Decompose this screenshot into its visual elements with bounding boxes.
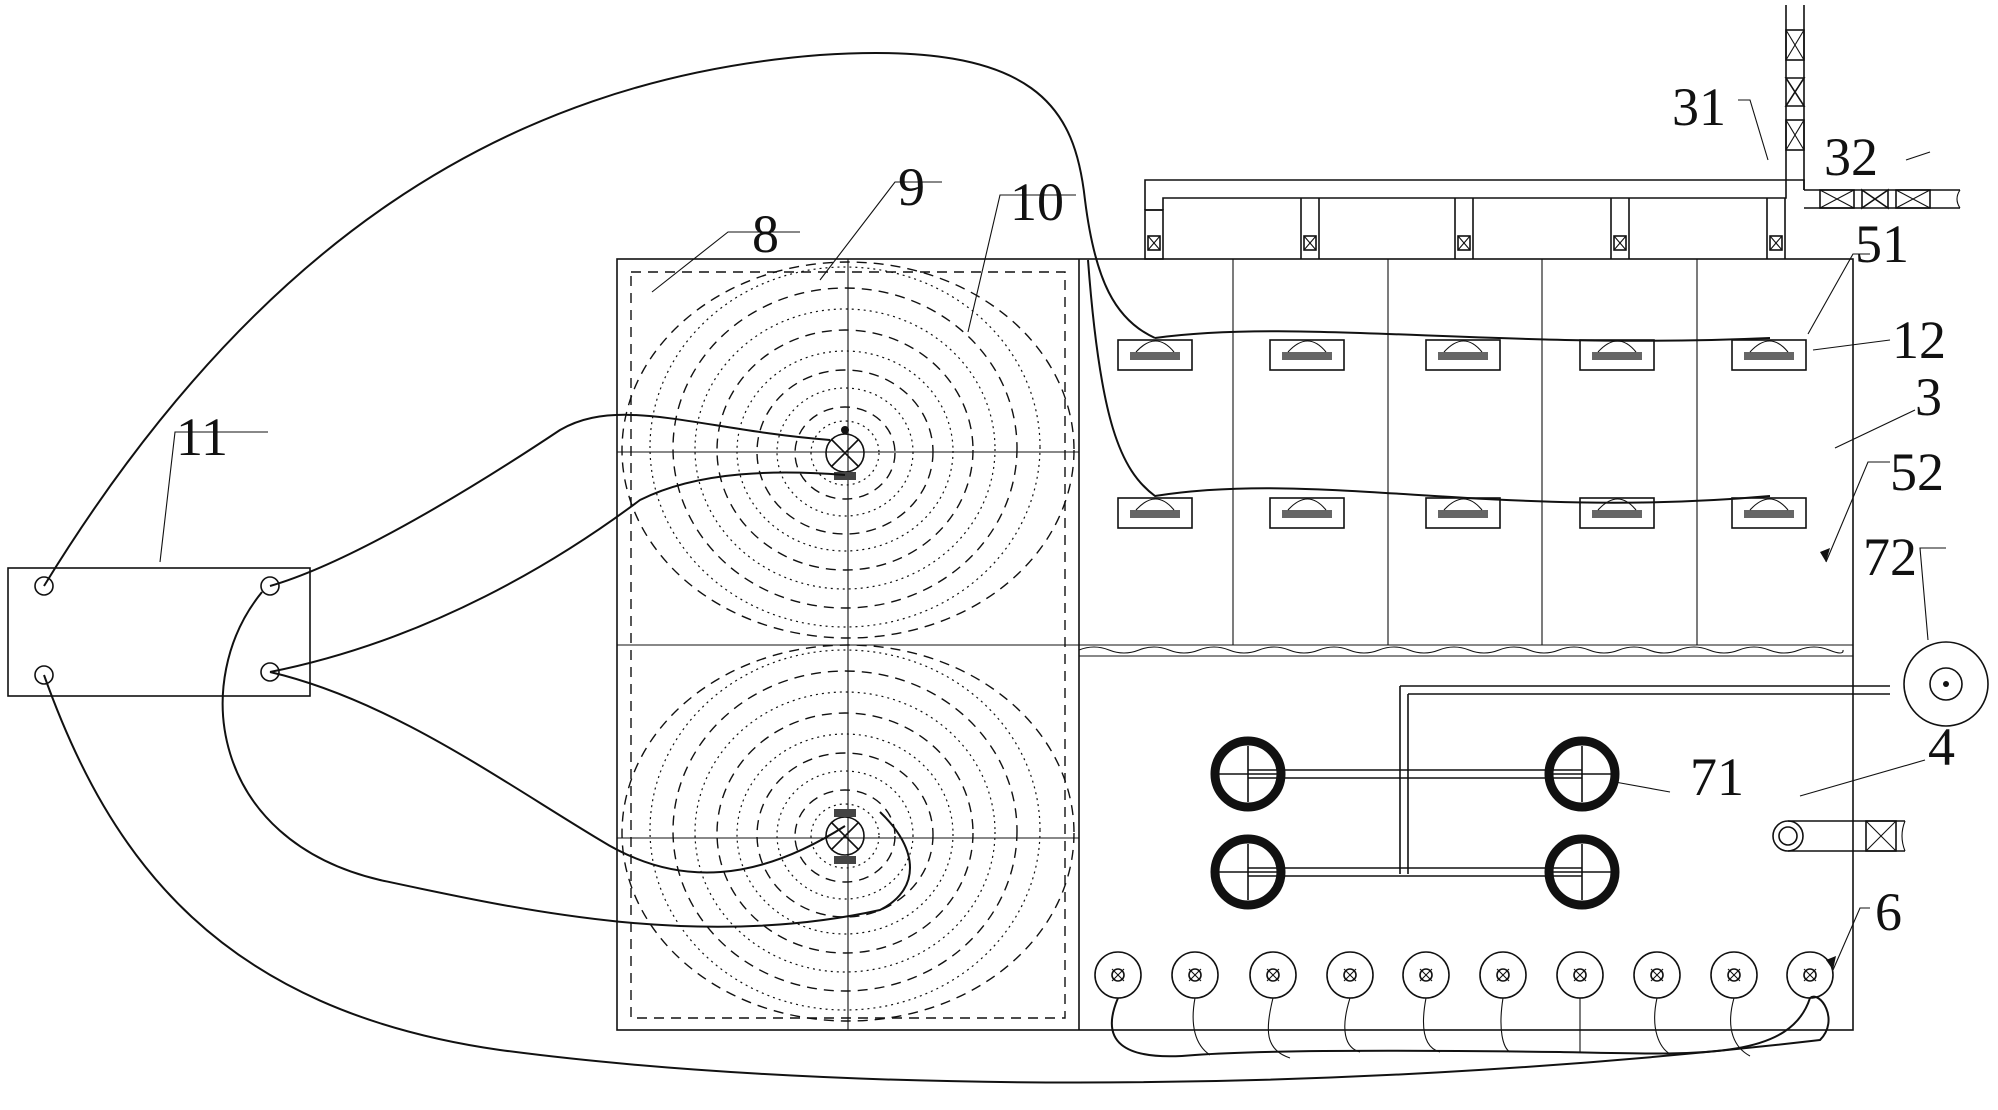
lamp-icon xyxy=(1579,497,1655,529)
leader-lines xyxy=(159,99,1946,971)
pump-icon xyxy=(825,426,865,480)
lamp-icon xyxy=(1269,497,1345,529)
lamp-icon xyxy=(1425,497,1501,529)
fan-icon xyxy=(1556,951,1604,999)
valve-icon xyxy=(1785,29,1805,61)
label-72: 72 xyxy=(1863,527,1917,587)
controller-box xyxy=(7,567,311,697)
label-12: 12 xyxy=(1892,310,1946,370)
fan-icon xyxy=(1479,951,1527,999)
label-52: 52 xyxy=(1890,442,1944,502)
aerator-icon xyxy=(1210,736,1286,812)
label-10: 10 xyxy=(1010,172,1064,232)
label-3: 3 xyxy=(1915,367,1942,427)
valve-icon xyxy=(1784,77,1806,107)
fan-icon xyxy=(1171,951,1219,999)
labels: 11 8 9 10 31 32 51 12 3 52 72 71 4 6 xyxy=(176,77,1955,942)
lamp-icon xyxy=(1269,339,1345,371)
label-8: 8 xyxy=(752,204,779,264)
tank-frame xyxy=(616,258,1854,1031)
fan-icon xyxy=(1094,951,1142,999)
aerator-icon xyxy=(1544,736,1620,812)
aeration-manifold xyxy=(1248,685,1890,877)
lamp-icon xyxy=(1579,339,1655,371)
aerator-icon xyxy=(1544,834,1620,910)
wiring xyxy=(43,51,1830,1084)
fan-icon xyxy=(1402,951,1450,999)
lamp-icon xyxy=(1425,339,1501,371)
lamp-icon xyxy=(1117,339,1193,371)
fan-icon xyxy=(1710,951,1758,999)
lamp-row-upper xyxy=(1117,339,1807,371)
manifold-drops xyxy=(1144,198,1786,260)
spiral-zone-upper xyxy=(621,261,1075,639)
fan-icon xyxy=(1249,951,1297,999)
lamp-icon xyxy=(1731,339,1807,371)
label-71: 71 xyxy=(1690,747,1744,807)
fan-icon xyxy=(1326,951,1374,999)
label-9: 9 xyxy=(898,157,925,217)
label-31: 31 xyxy=(1672,77,1726,137)
pump-icon xyxy=(825,809,865,864)
label-32: 32 xyxy=(1824,127,1878,187)
outlet-pipe xyxy=(1804,188,1961,210)
label-6: 6 xyxy=(1875,882,1902,942)
drain-valve xyxy=(1772,820,1906,852)
aerator-icon xyxy=(1210,834,1286,910)
fan-icon xyxy=(1786,951,1834,999)
blower-icon xyxy=(1903,641,1989,727)
lamp-icon xyxy=(1731,497,1807,529)
lamp-row-lower xyxy=(1117,497,1807,529)
spiral-zone-lower xyxy=(621,644,1075,1022)
valve-icon xyxy=(1785,119,1805,151)
label-4: 4 xyxy=(1928,717,1955,777)
label-11: 11 xyxy=(176,407,228,467)
fan-icon xyxy=(1633,951,1681,999)
label-51: 51 xyxy=(1855,214,1909,274)
lamp-icon xyxy=(1117,497,1193,529)
fan-row xyxy=(1094,951,1834,999)
inlet-pipe xyxy=(1144,5,1806,260)
